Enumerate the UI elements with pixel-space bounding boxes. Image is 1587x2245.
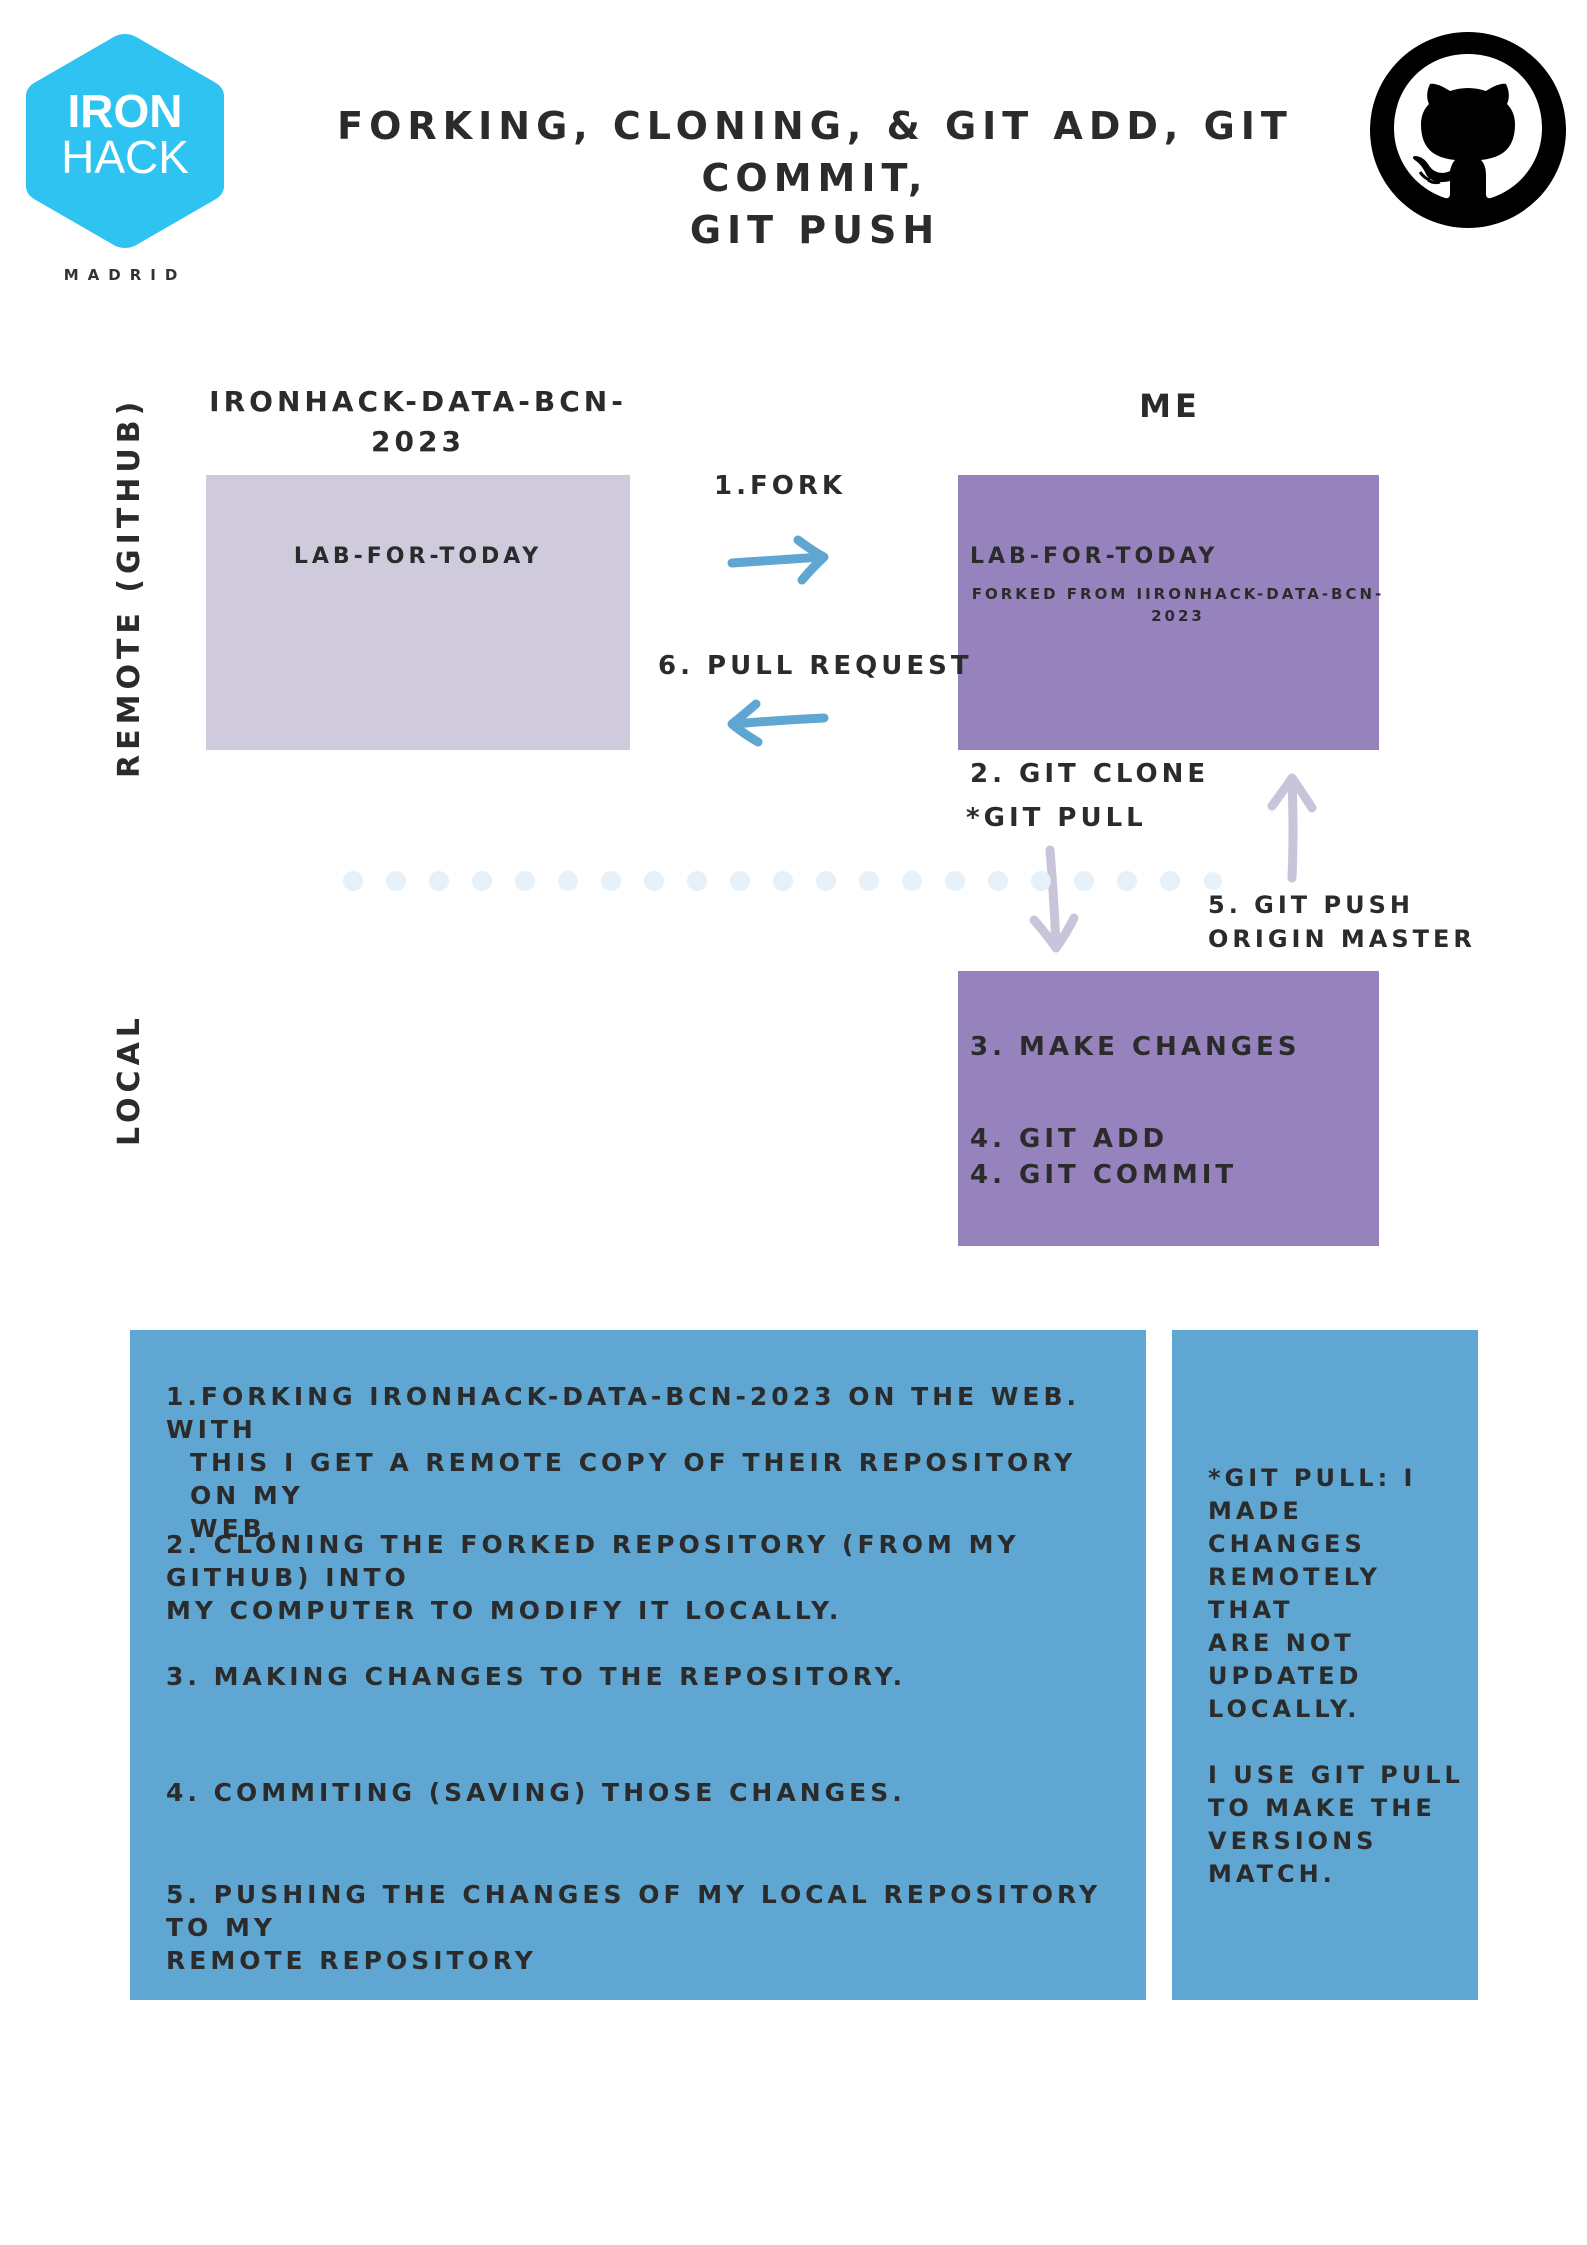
git-pull-note: *GIT PULL: I MADE CHANGES REMOTELY THAT … [1208, 1462, 1468, 1891]
git-pull-note-line: I USE GIT PULL [1208, 1761, 1464, 1789]
git-pull-note-line: VERSIONS [1208, 1827, 1378, 1855]
git-pull-note-line: MATCH. [1208, 1860, 1336, 1888]
explanation-step-2-line-2: MY COMPUTER TO MODIFY IT LOCALLY. [166, 1596, 843, 1625]
github-octocat-icon [1370, 32, 1566, 228]
local-make-changes: 3. MAKE CHANGES [970, 1032, 1301, 1062]
steps-explanation-panel: 1.FORKING IRONHACK-DATA-BCN-2023 ON THE … [130, 1330, 1146, 2000]
forked-from-note: FORKED FROM IIRONHACK-DATA-BCN- 2023 [958, 583, 1398, 627]
side-label-remote: REMOTE (GITHUB) [112, 396, 147, 778]
title-line-1: FORKING, CLONING, & GIT ADD, GIT COMMIT, [337, 104, 1293, 200]
upstream-repo-label: LAB-FOR-TODAY [293, 544, 543, 569]
remote-repo-heading: IRONHACK-DATA-BCN- 2023 [176, 382, 660, 462]
explanation-step-2-line-1: 2. CLONING THE FORKED REPOSITORY (FROM M… [166, 1530, 1020, 1592]
ironhack-logo-text: IRON HACK [22, 88, 228, 180]
git-pull-note-line: *GIT PULL: I [1208, 1464, 1417, 1492]
git-pull-note-line: ARE NOT [1208, 1629, 1355, 1657]
forked-from-line-1: FORKED FROM IIRONHACK-DATA-BCN- [971, 585, 1385, 603]
explanation-step-2: 2. CLONING THE FORKED REPOSITORY (FROM M… [166, 1528, 1136, 1627]
upstream-repo-box: LAB-FOR-TODAY [206, 475, 630, 750]
git-pull-note-line: REMOTELY THAT [1208, 1563, 1381, 1624]
pull-request-arrow-icon [727, 699, 829, 747]
explanation-step-1-line-2: THIS I GET A REMOTE COPY OF THEIR REPOSI… [190, 1448, 1077, 1510]
git-pull-note-line: MADE CHANGES [1208, 1497, 1366, 1558]
explanation-step-1: 1.FORKING IRONHACK-DATA-BCN-2023 ON THE … [166, 1380, 1126, 1545]
git-pull-note-spacer [1208, 1726, 1468, 1759]
title-line-2: GIT PUSH [689, 208, 941, 252]
explanation-step-3: 3. MAKING CHANGES TO THE REPOSITORY. [166, 1662, 907, 1691]
git-pull-note-panel: *GIT PULL: I MADE CHANGES REMOTELY THAT … [1172, 1330, 1478, 2000]
logo-line-2: HACK [61, 131, 189, 183]
explanation-step-1-line-1: 1.FORKING IRONHACK-DATA-BCN-2023 ON THE … [166, 1382, 1081, 1444]
git-pull-note-line: TO MAKE THE [1208, 1794, 1436, 1822]
git-pull-note-line: LOCALLY. [1208, 1695, 1361, 1723]
remote-repo-heading-line-2: 2023 [371, 425, 465, 458]
step-git-push-line-1: 5. GIT PUSH [1208, 891, 1414, 919]
forked-from-line-2: 2023 [1151, 607, 1205, 625]
remote-repo-heading-line-1: IRONHACK-DATA-BCN- [209, 385, 627, 418]
explanation-step-4: 4. COMMITING (SAVING) THOSE CHANGES. [166, 1778, 906, 1807]
logo-subtitle: MADRID [63, 266, 187, 284]
local-git-commit: 4. GIT COMMIT [970, 1160, 1238, 1190]
page-title: FORKING, CLONING, & GIT ADD, GIT COMMIT,… [250, 100, 1380, 256]
fork-arrow-icon [727, 535, 829, 585]
forked-repo-label: LAB-FOR-TODAY [970, 544, 1219, 569]
explanation-step-5-line-1: 5. PUSHING THE CHANGES OF MY LOCAL REPOS… [166, 1880, 1102, 1942]
git-push-arrow-icon [1267, 773, 1317, 883]
local-git-add: 4. GIT ADD [970, 1124, 1169, 1154]
explanation-step-1-line-3: WEB. [190, 1514, 280, 1543]
forked-repo-box: LAB-FOR-TODAY FORKED FROM IIRONHACK-DATA… [958, 475, 1381, 750]
git-pull-note-line: UPDATED [1208, 1662, 1363, 1690]
step-git-push-line-2: ORIGIN MASTER [1208, 925, 1476, 953]
step-git-pull-label: *GIT PULL [966, 803, 1147, 833]
logo-line-1: IRON [67, 85, 183, 137]
step-pull-request-label: 6. PULL REQUEST [658, 651, 973, 681]
step-git-clone-label: 2. GIT CLONE [970, 759, 1210, 789]
side-label-local: LOCAL [112, 1013, 147, 1146]
remote-local-divider [343, 871, 1222, 891]
step-git-push-label: 5. GIT PUSH ORIGIN MASTER [1208, 888, 1476, 956]
explanation-step-5: 5. PUSHING THE CHANGES OF MY LOCAL REPOS… [166, 1878, 1126, 1977]
git-clone-arrow-icon [1029, 845, 1079, 953]
me-heading: ME [1139, 387, 1201, 425]
step-fork-label: 1.FORK [714, 471, 846, 501]
ironhack-logo-hexagon [26, 34, 224, 248]
local-repo-box: 3. MAKE CHANGES 4. GIT ADD 4. GIT COMMIT [958, 971, 1379, 1246]
explanation-step-5-line-2: REMOTE REPOSITORY [166, 1946, 537, 1975]
